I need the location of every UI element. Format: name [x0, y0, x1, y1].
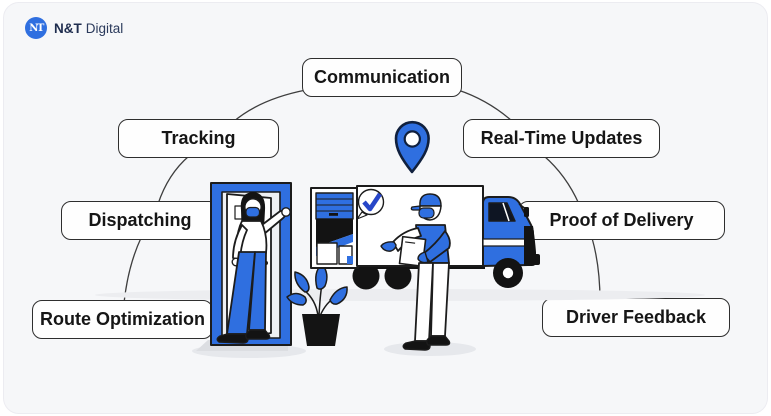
connector-communication-realtime [457, 89, 513, 122]
feature-label-tracking: Tracking [118, 119, 279, 158]
connector-tracking-communication [232, 89, 307, 123]
connector-dispatching-route [123, 237, 142, 304]
brand-logo-mark: NT [25, 17, 47, 39]
connector-realtime-proof [543, 155, 580, 205]
connector-tracking-dispatching [157, 155, 190, 205]
brand-logo: NT N&T Digital [25, 17, 123, 39]
brand-logo-text: N&T Digital [54, 21, 123, 36]
brand-name-bold: N&T [54, 20, 82, 36]
feature-label-driver-feedback: Driver Feedback [542, 298, 730, 337]
feature-label-dispatching: Dispatching [61, 201, 219, 240]
feature-label-route-optimization: Route Optimization [32, 300, 213, 339]
connector-proof-driver [591, 237, 601, 302]
feature-label-communication: Communication [302, 58, 462, 97]
feature-label-real-time-updates: Real-Time Updates [463, 119, 660, 158]
feature-label-proof-of-delivery: Proof of Delivery [518, 201, 725, 240]
brand-name-regular: Digital [85, 20, 124, 36]
